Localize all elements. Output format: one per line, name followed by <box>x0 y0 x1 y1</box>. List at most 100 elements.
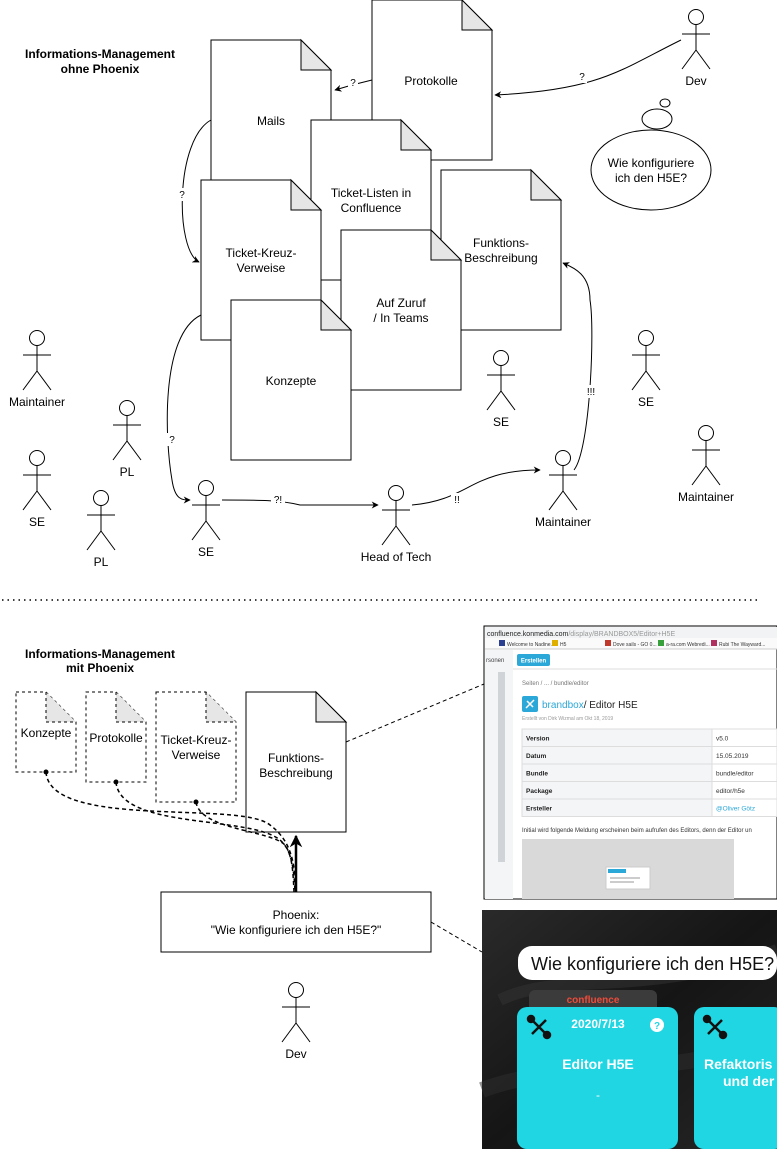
bdoc-funktions-line2: Beschreibung <box>259 766 332 780</box>
phoenix-search-query: Wie konfiguriere ich den H5E? <box>531 954 774 974</box>
bdoc-konzepte-label: Konzepte <box>21 726 72 740</box>
bookmark-icon <box>552 640 558 646</box>
actor-se-left-label: SE <box>29 515 45 529</box>
bookmark-icon <box>658 640 664 646</box>
tools-icon <box>526 1014 552 1040</box>
confluence-screenshot: confluence.konmedia.com/display/BRANDBOX… <box>483 625 777 900</box>
actor-head-of-tech: Head of Tech <box>361 485 431 564</box>
conf-table-value: v5.0 <box>716 736 729 743</box>
bookmark-item[interactable]: a-ra.com Webredi... <box>666 642 710 648</box>
help-icon[interactable] <box>650 1018 664 1032</box>
edge-kreuz-se <box>166 314 202 504</box>
actor-pl-1: PL <box>112 400 142 479</box>
conf-table-value: editor/h5e <box>716 788 745 795</box>
bottom-title-line1: Informations-Management <box>25 647 175 661</box>
doc-konzepte-label: Konzepte <box>266 374 317 388</box>
edge-protokolle-phoenix <box>115 781 296 893</box>
doc-ticket-kreuz-line1: Ticket-Kreuz- <box>226 246 297 260</box>
actor-maintainer-flow: Maintainer <box>535 450 591 529</box>
actor-se-right-label: SE <box>638 395 654 409</box>
conf-table-key: Datum <box>526 753 546 760</box>
phoenix-card-1[interactable] <box>517 1007 678 1149</box>
top-section: Informations-Management ohne Phoenix Pro… <box>9 0 734 569</box>
bottom-title-line2: mit Phoenix <box>66 661 134 675</box>
label-maint-funktions: !!! <box>587 387 595 398</box>
phoenix-screenshot: Wie konfiguriere ich den H5E? confluence… <box>479 910 777 1149</box>
conf-page-meta: Erstellt von Dirk Wizmal am Okt 18, 2019 <box>522 716 613 722</box>
conf-create-label: Erstellen <box>521 659 547 665</box>
doc-funktions-line2: Beschreibung <box>464 251 537 265</box>
actor-pl-1-label: PL <box>120 465 135 479</box>
conf-table-key: Bundle <box>526 771 548 778</box>
phoenix-source-label: confluence <box>567 995 620 1006</box>
label-head-maint: !! <box>454 495 460 506</box>
actor-dev-bottom-label: Dev <box>285 1047 306 1061</box>
bdoc-protokolle-label: Protokolle <box>89 731 143 745</box>
bdoc-funktions: Funktions- Beschreibung <box>245 690 348 833</box>
phoenix-card2-title-line1: Refaktoris <box>704 1056 773 1072</box>
doc-ticket-kreuz-line2: Verweise <box>237 261 286 275</box>
thought-line2: ich den H5E? <box>615 171 687 185</box>
actor-dev-bottom: Dev <box>281 982 311 1061</box>
top-title-line2: ohne Phoenix <box>61 62 140 76</box>
doc-zuruf-line2: / In Teams <box>373 311 428 325</box>
doc-ticket-listen-line2: Confluence <box>341 201 402 215</box>
bottom-dashed-edges <box>43 769 297 893</box>
phoenix-search-field[interactable] <box>518 946 777 980</box>
conf-body-text: Initial wird folgende Meldung erscheinen… <box>522 828 752 834</box>
tools-icon <box>702 1014 728 1040</box>
phoenix-line1: Phoenix: <box>273 908 320 922</box>
conf-table-value: 15.05.2019 <box>716 753 749 760</box>
actor-pl-2: PL <box>86 490 116 569</box>
doc-ticket-listen-line1: Ticket-Listen in <box>331 186 411 200</box>
edge-se-head <box>221 499 379 509</box>
actor-dev: Dev <box>681 9 711 88</box>
conf-create-button[interactable] <box>517 654 550 666</box>
top-edges <box>166 39 682 509</box>
actor-se-mid: SE <box>486 350 516 429</box>
actor-se-mid-label: SE <box>493 415 509 429</box>
doc-funktions-line1: Funktions- <box>473 236 529 250</box>
bdoc-ticket-kreuz-line1: Ticket-Kreuz- <box>161 733 232 747</box>
label-q-kreuz-se: ? <box>169 435 175 446</box>
bookmark-item[interactable]: H5 <box>560 642 567 648</box>
phoenix-card2-title-line2: und der <box>723 1073 775 1089</box>
top-title-line1: Informations-Management <box>25 47 175 61</box>
actor-maintainer-left: Maintainer <box>9 330 65 409</box>
top-edge-labels: ? ? ? ? ?! !! !!! <box>167 70 598 506</box>
phoenix-line2: "Wie konfiguriere ich den H5E?" <box>211 923 382 937</box>
phoenix-card-2[interactable] <box>694 1007 777 1149</box>
actor-pl-2-label: PL <box>94 555 109 569</box>
conf-table-value[interactable]: @Oliver Götz <box>716 806 755 813</box>
bdoc-ticket-kreuz: Ticket-Kreuz- Verweise <box>155 691 237 803</box>
conf-scrollbar[interactable] <box>498 672 505 862</box>
phoenix-card1-dash: - <box>596 1088 600 1102</box>
conf-table-key: Package <box>526 788 553 795</box>
bookmark-item[interactable]: Rubi The Wayward... <box>719 642 765 648</box>
bdoc-protokolle: Protokolle <box>85 691 147 783</box>
conf-table-value: bundle/editor <box>716 771 754 778</box>
conf-breadcrumb[interactable]: Seiten / ... / bundle/editor <box>522 681 589 687</box>
doc-funktions: Funktions- Beschreibung <box>440 168 563 331</box>
conf-left-tab: rsonen <box>486 658 504 664</box>
actor-se-flow-label: SE <box>198 545 214 559</box>
conf-page-heading: brandbox/ Editor H5E <box>542 700 638 711</box>
actor-se-flow: SE <box>191 480 221 559</box>
edge-kreuz-phoenix <box>195 801 295 893</box>
bdoc-funktions-line1: Funktions- <box>268 751 324 765</box>
bottom-section: Informations-Management mit Phoenix Konz… <box>15 647 485 1061</box>
edge-konzepte-phoenix <box>45 771 297 893</box>
doc-konzepte: Konzepte <box>230 298 353 461</box>
phoenix-card1-title: Editor H5E <box>562 1056 634 1072</box>
conf-url: confluence.konmedia.com/display/BRANDBOX… <box>487 631 675 638</box>
bookmark-item[interactable]: Welcome to Nadine... <box>507 642 555 648</box>
label-se-head: ?! <box>274 495 282 506</box>
actor-maintainer-flow-label: Maintainer <box>535 515 591 529</box>
edge-maintainer-funktions <box>562 262 593 471</box>
edge-dev-protokolle <box>494 39 682 99</box>
thought-line1: Wie konfiguriere <box>608 156 695 170</box>
actor-se-right: SE <box>631 330 661 409</box>
bdoc-konzepte: Konzepte <box>15 691 77 773</box>
bookmark-item[interactable]: Dove sails - GO 0... <box>613 642 657 648</box>
